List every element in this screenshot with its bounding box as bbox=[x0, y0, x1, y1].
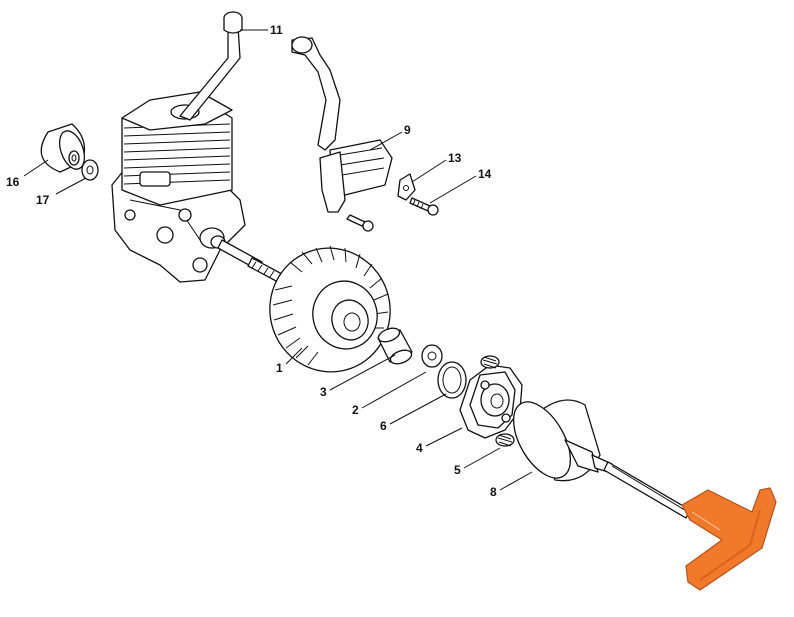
label-part-8: 8 bbox=[490, 485, 497, 499]
label-part-11: 11 bbox=[270, 23, 283, 37]
label-part-14: 14 bbox=[478, 167, 492, 181]
part-4-clutch[interactable] bbox=[459, 364, 523, 439]
label-part-9: 9 bbox=[404, 123, 411, 137]
part-8-clutch-drum[interactable] bbox=[502, 393, 613, 488]
label-part-5: 5 bbox=[454, 463, 461, 477]
label-part-1: 1 bbox=[276, 361, 283, 375]
part-3-sleeve[interactable] bbox=[377, 326, 414, 367]
crankshaft[interactable] bbox=[217, 239, 283, 283]
label-part-17: 17 bbox=[36, 193, 50, 207]
part-1-flywheel[interactable] bbox=[256, 235, 404, 386]
part-6-ring[interactable] bbox=[437, 361, 467, 399]
label-part-6: 6 bbox=[380, 419, 387, 433]
label-part-4: 4 bbox=[416, 441, 423, 455]
part-14-screw[interactable] bbox=[409, 197, 439, 216]
label-part-16: 16 bbox=[6, 175, 20, 189]
label-part-3: 3 bbox=[320, 385, 327, 399]
part-5-spring-upper[interactable] bbox=[480, 355, 500, 369]
part-2-washer[interactable] bbox=[421, 344, 443, 368]
part-13-plate[interactable] bbox=[397, 173, 416, 201]
part-16-cap[interactable] bbox=[40, 123, 89, 173]
part-9-ignition-module[interactable] bbox=[291, 36, 393, 232]
part-5-spring[interactable] bbox=[495, 433, 515, 447]
label-part-2: 2 bbox=[352, 403, 359, 417]
part-17-washer[interactable] bbox=[81, 159, 99, 181]
label-part-13: 13 bbox=[448, 151, 462, 165]
leader-lines bbox=[23, 29, 533, 491]
engine-block[interactable] bbox=[111, 91, 246, 283]
t-handle-tool[interactable] bbox=[603, 461, 777, 591]
